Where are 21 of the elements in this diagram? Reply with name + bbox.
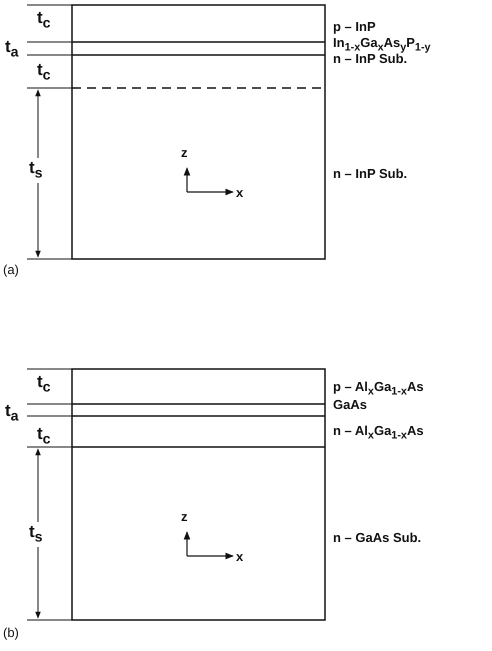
thickness-label: t$_{a}$ [5,403,19,424]
material-label: p – Al$_{x}$Ga$_{1-x}$As [333,379,424,400]
thickness-label: t$_{c}$ [37,374,51,396]
material-label: In$_{1-x}$Ga$_{x}$As$_{y}$P$_{1-y}$ [333,35,431,54]
thickness-label: t$_{c}$ [37,10,51,32]
thickness-label: t$_{c}$ [37,62,51,84]
axis-label: z [181,145,188,160]
axis-label: x [236,549,244,564]
thickness-label: t$_{c}$ [37,426,51,448]
material-label: p – InP [333,19,376,34]
axis-label: x [236,185,244,200]
material-label: n – GaAs Sub. [333,530,422,545]
panel-label: (b) [3,625,19,640]
thickness-label: t$_{s}$ [29,522,43,548]
thickness-label: t$_{s}$ [29,158,43,184]
material-label: n – InP Sub. [333,166,408,181]
axis-label: z [181,509,188,524]
panel-label: (a) [3,262,19,277]
material-label: GaAs [333,397,367,412]
thickness-label: t$_{a}$ [5,39,19,60]
material-label: n – Al$_{x}$Ga$_{1-x}$As [333,423,424,444]
